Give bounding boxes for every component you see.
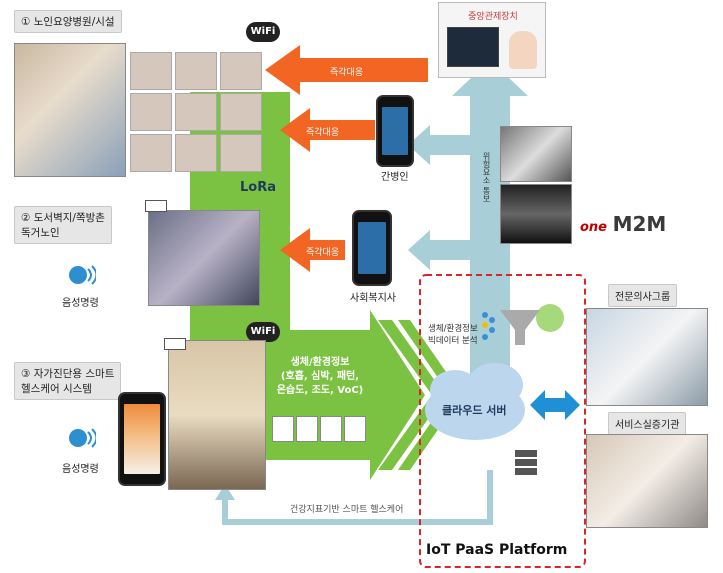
platform-border: [419, 274, 586, 568]
bigdata-label: 생체/환경정보 빅데이터 분석: [428, 324, 478, 346]
immediate-response-2: 즉각대응: [306, 128, 340, 138]
label-nursing-home: ① 노인요양병원/시설: [14, 10, 122, 33]
expert-group-label: 전문의사그룹: [608, 284, 678, 307]
sensor-device: [164, 338, 186, 350]
nursing-home-photo: [14, 43, 126, 177]
fall-detect-image: [500, 126, 572, 182]
expert-group-photo: [586, 308, 708, 406]
blue-arrow-to-socialworker: [408, 230, 470, 270]
central-control-label: 중앙관제장치: [468, 12, 518, 22]
label-remote-elderly: ② 도서벽지/쪽방촌 독거노인: [14, 206, 112, 244]
feedback-line: [222, 470, 493, 525]
fire-detect-image: [500, 184, 572, 244]
caregiver-label: 간병인: [381, 172, 409, 183]
sensor-icon: [320, 416, 342, 442]
sensor-device: [145, 200, 167, 212]
social-worker-label: 사회복지사: [350, 293, 396, 304]
bed-grid: [130, 52, 262, 176]
lora-icon: LoRa: [240, 180, 276, 195]
green-arrow-shadow-2: [398, 320, 462, 470]
double-arrow: [530, 390, 580, 420]
funnel-icon: [482, 304, 564, 345]
bio-env-info-label: 생체/환경정보 (호흡, 심박, 패턴, 온습도, 조도, VoC): [276, 357, 364, 396]
smartphone-app: [118, 392, 166, 486]
immediate-response-3: 즉각대응: [306, 248, 340, 258]
sensor-icons-row: [272, 416, 366, 442]
service-agency-photo: [586, 434, 708, 528]
nurse-icon: [509, 31, 537, 69]
server-icon: [515, 450, 537, 475]
sensor-icon: [344, 416, 366, 442]
voice-icon: [68, 262, 98, 288]
remote-elderly-photo: [148, 210, 260, 306]
onem2m-m2m: M2M: [612, 212, 667, 236]
feedback-arrowhead: [215, 484, 235, 500]
cloud-icon: [425, 363, 525, 440]
onem2m-logo: one M2M: [580, 212, 666, 236]
caregiver-phone: [376, 95, 414, 167]
orange-arrow-2: [280, 108, 375, 152]
wifi-icon: WiFi: [246, 22, 280, 42]
cloud-server-label: 클라우드 서버: [442, 404, 507, 417]
orange-arrow-3: [280, 228, 345, 272]
monitor-icon: [447, 27, 499, 67]
central-control-panel: 중앙관제장치: [438, 2, 546, 78]
immediate-response-1: 즉각대응: [330, 68, 364, 78]
sensor-icon: [272, 416, 294, 442]
social-worker-phone: [352, 210, 392, 286]
blue-arrow-to-caregiver: [408, 125, 470, 165]
green-arrow-shadow-1: [378, 320, 445, 470]
smart-mirror-photo: [168, 340, 266, 490]
emergency-request-label: 위험요소 통보: [482, 152, 491, 203]
orange-arrow-1: [265, 45, 428, 95]
sensor-icon: [296, 416, 318, 442]
onem2m-one: one: [580, 220, 608, 235]
voice-icon: [68, 425, 98, 451]
health-feedback-label: 건강지표기반 스마트 헬스케어: [290, 505, 404, 515]
service-agency-label: 서비스실증기관: [608, 412, 687, 435]
voice-command-label-1: 음성명령: [62, 298, 99, 309]
wifi-icon: WiFi: [246, 322, 280, 342]
label-self-diagnosis: ③ 자가진단용 스마트 헬스케어 시스템: [14, 362, 122, 400]
voice-command-label-2: 음성명령: [62, 464, 99, 475]
platform-title: IoT PaaS Platform: [426, 542, 568, 558]
